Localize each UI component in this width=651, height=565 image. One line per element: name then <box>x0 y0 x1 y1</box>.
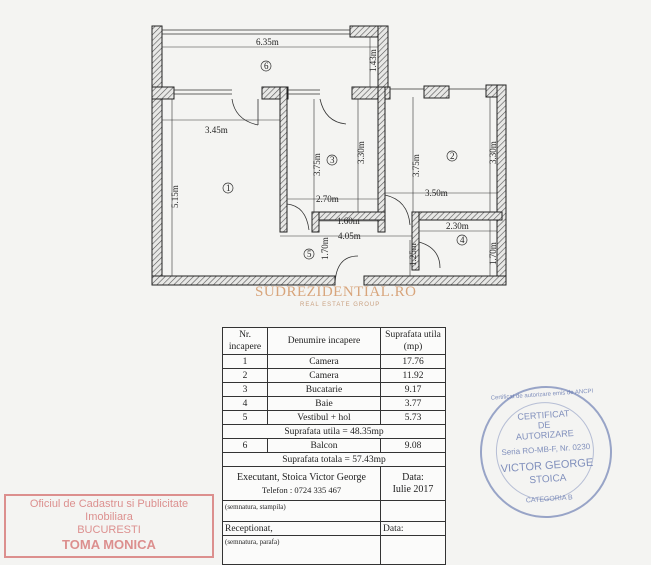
cell-name: Baie <box>267 396 381 411</box>
table-header: Nr. incapere Denumire incapere Suprafata… <box>222 327 446 355</box>
dim-bath-door: 1.25m <box>408 243 418 266</box>
dim-room3-width: 2.70m <box>316 194 339 204</box>
room-label-1: 1 <box>226 183 231 193</box>
executant: Executant, Stoica Victor George <box>237 471 366 483</box>
dim-hall-width: 1.60m <box>337 216 360 226</box>
room-markers <box>222 60 468 260</box>
header-area: Suprafata utila (mp) <box>380 327 446 355</box>
windows <box>162 29 486 285</box>
ocpi-stamp-name: TOMA MONICA <box>62 537 156 552</box>
date-cell: Data: Iulie 2017 <box>380 466 446 501</box>
ocpi-stamp: Oficiul de Cadastru si Publicitate Imobi… <box>4 494 214 558</box>
sign-note: (semnatura, stampila) <box>222 500 381 522</box>
walls <box>151 25 507 286</box>
cell-area: 3.77 <box>380 396 446 411</box>
cell-name: Camera <box>267 368 381 383</box>
watermark-tagline: REAL ESTATE GROUP <box>300 302 381 308</box>
total: Suprafata totala = 57.43mp <box>222 452 446 467</box>
receptionat-date: Data: <box>380 521 446 536</box>
cell-name: Camera <box>267 354 381 369</box>
receptionat: Receptionat, <box>222 521 381 536</box>
date-value: Iulie 2017 <box>392 483 434 495</box>
cell-area: 9.17 <box>380 382 446 397</box>
cell-nr: 5 <box>222 410 268 425</box>
room-label-6: 6 <box>264 61 269 71</box>
dim-bath-width: 2.30m <box>446 221 469 231</box>
executant-cell: Executant, Stoica Victor George Telefon … <box>222 466 381 501</box>
cell-area: 11.92 <box>380 368 446 383</box>
sign-note-2: (semnatura, parafa) <box>222 535 381 565</box>
watermark-brand: SUDREZIDENTIAL.RO <box>255 284 417 300</box>
ocpi-stamp-title: Oficiul de Cadastru si Publicitate Imobi… <box>29 498 189 523</box>
room-label-3: 3 <box>330 155 335 165</box>
cell-area: 17.76 <box>380 354 446 369</box>
room-label-2: 2 <box>450 151 455 161</box>
dim-room2-length: 3.75m <box>411 154 421 177</box>
date-label: Data: <box>402 471 424 483</box>
ocpi-stamp-city: BUCURESTI <box>77 524 141 536</box>
table-row: 6 Balcon 9.08 <box>222 438 446 453</box>
cell-nr: 2 <box>222 368 268 383</box>
room-label-5: 5 <box>307 249 312 259</box>
dim-bath-depth: 1.70m <box>488 242 498 265</box>
cell-nr: 3 <box>222 382 268 397</box>
phone: Telefon : 0724 335 467 <box>261 484 342 495</box>
cell-name: Bucatarie <box>267 382 381 397</box>
cell-nr: 4 <box>222 396 268 411</box>
subtotal: Suprafata utila = 48.35mp <box>222 424 446 439</box>
dim-room1-width: 3.45m <box>205 125 228 135</box>
dim-room2-width: 3.50m <box>425 188 448 198</box>
dim-room2-inner: 3.30m <box>488 141 498 164</box>
dimension-lines <box>162 37 497 276</box>
cell-area: 9.08 <box>380 438 446 453</box>
room-label-4: 4 <box>460 235 465 245</box>
header-name: Denumire incapere <box>267 327 381 355</box>
dim-hall-length: 4.05m <box>338 231 361 241</box>
dim-balcony-width: 6.35m <box>256 37 279 47</box>
cell-nr: 1 <box>222 354 268 369</box>
header-nr: Nr. incapere <box>222 327 268 355</box>
dim-room3-inner: 3.30m <box>356 141 366 164</box>
area-table: Nr. incapere Denumire incapere Suprafata… <box>222 327 446 565</box>
cell-area: 5.73 <box>380 410 446 425</box>
cell-name: Vestibul + hol <box>267 410 381 425</box>
dim-room3-length: 3.75m <box>312 153 322 176</box>
cell-nr: 6 <box>222 438 268 453</box>
cell-name: Balcon <box>267 438 381 453</box>
dim-hall-depth: 1.70m <box>320 237 330 260</box>
dim-room1-length: 5.15m <box>170 185 180 208</box>
dim-balcony-depth: 1.43m <box>368 49 378 72</box>
